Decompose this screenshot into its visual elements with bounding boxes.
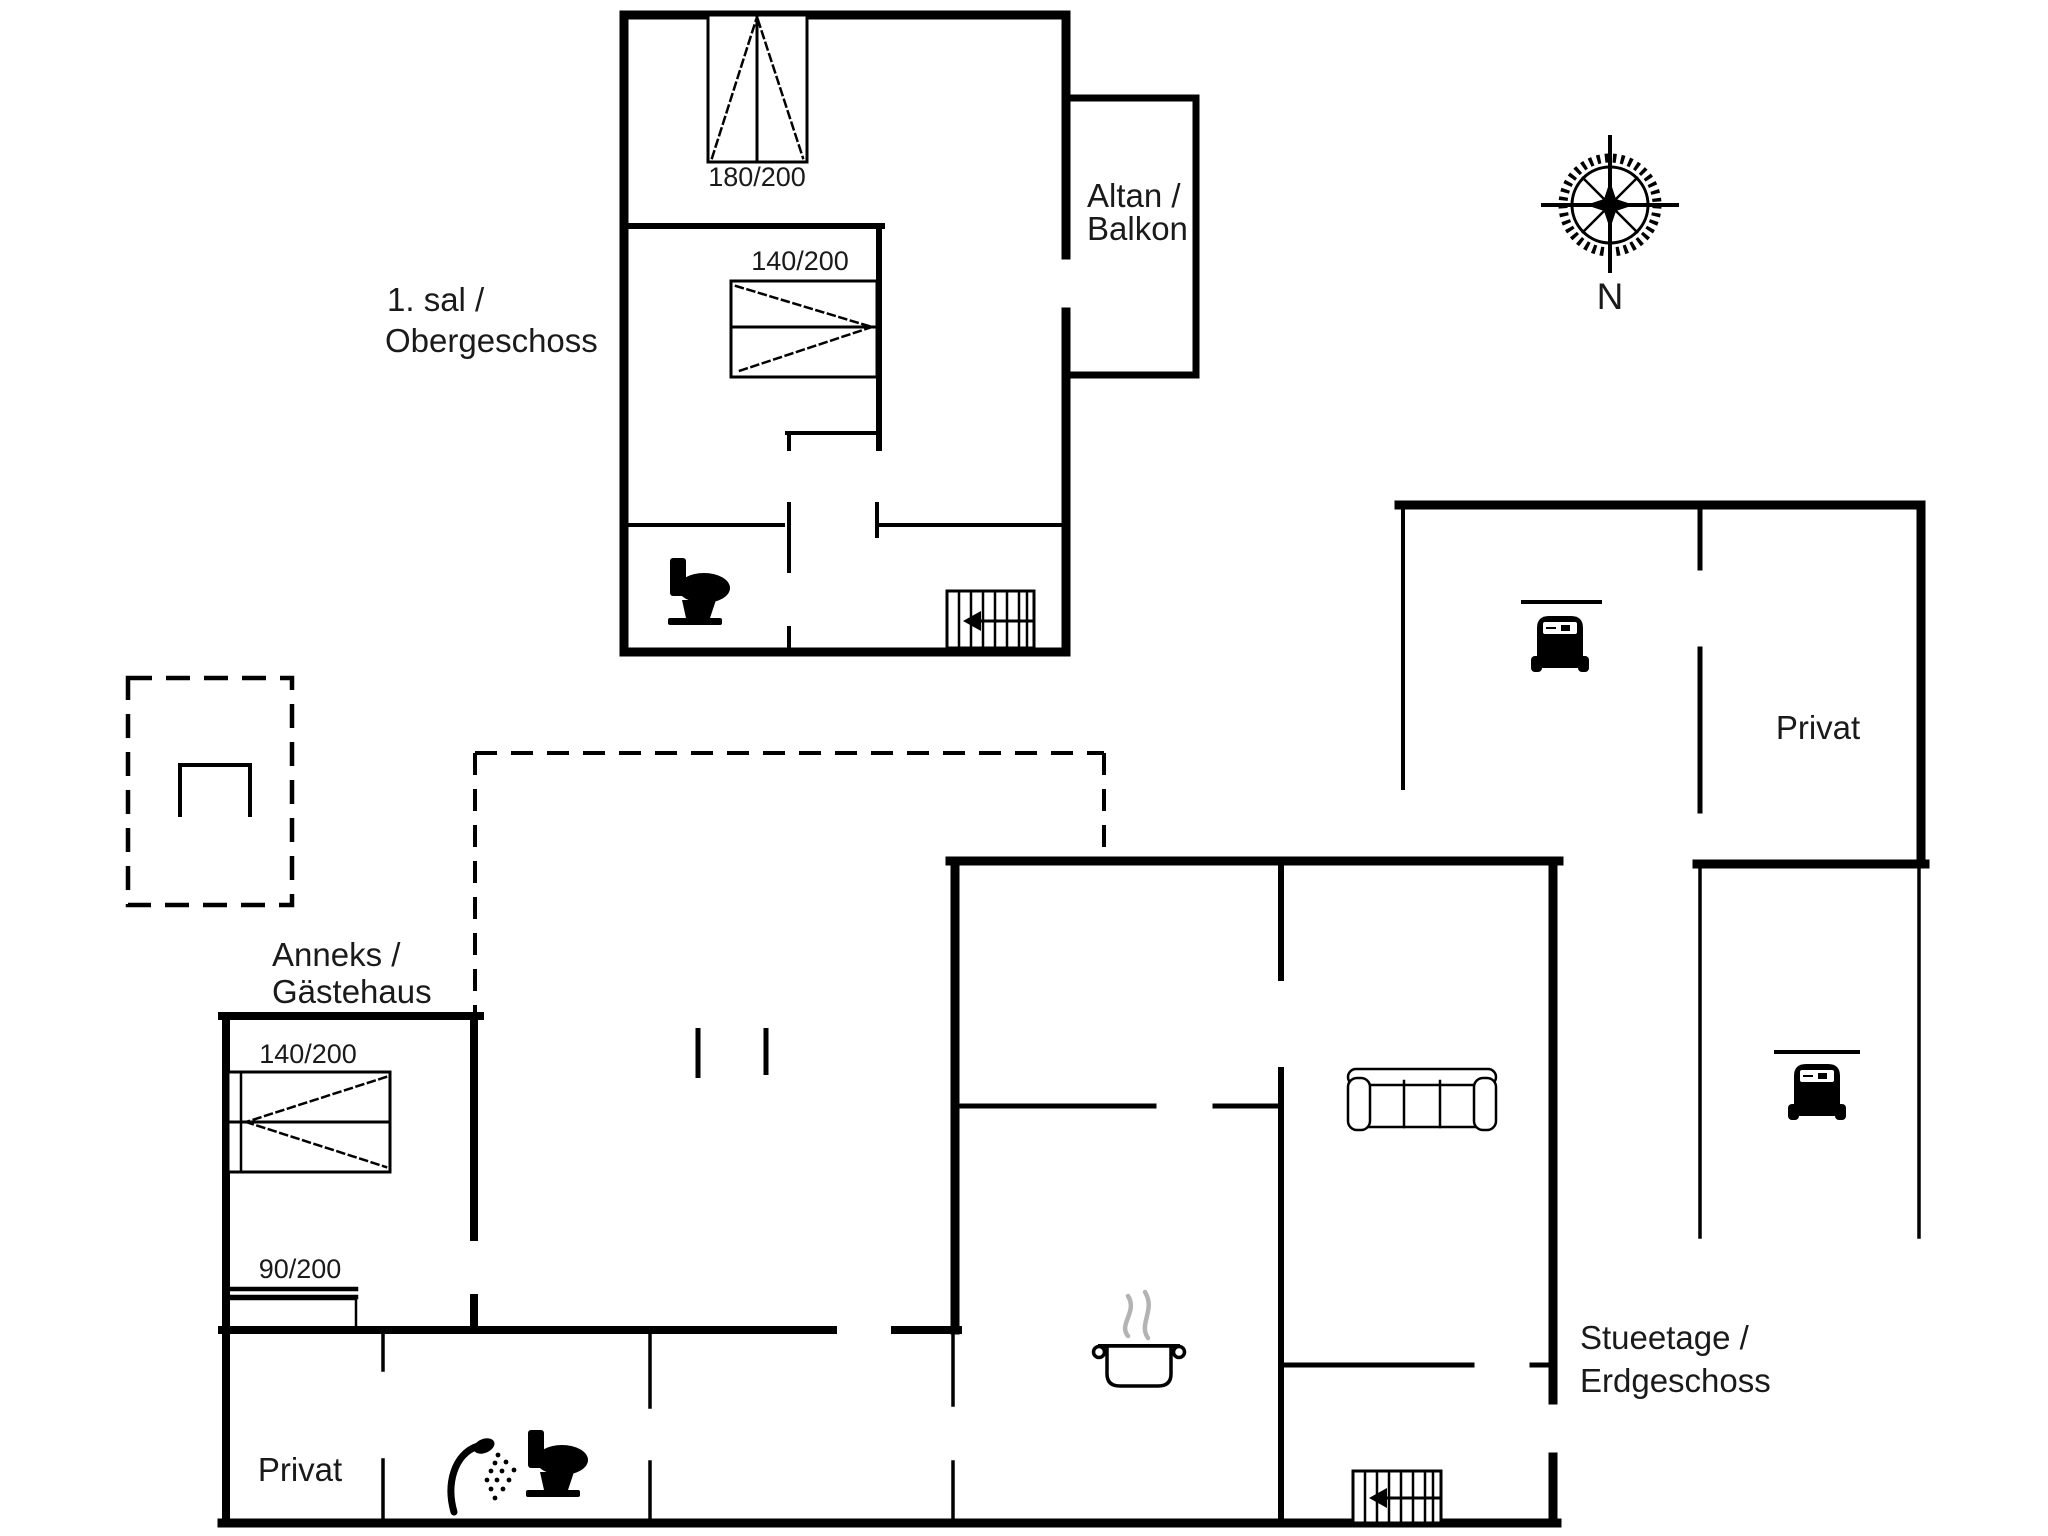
toilet-icon [526,1430,588,1497]
privat-upper-label: Privat [1776,709,1860,746]
window-icon [706,13,809,164]
wall [1394,500,1930,869]
window-icon [225,1286,359,1331]
upper-bed-dimension: 140/200 [751,246,849,276]
car-icon [1531,616,1589,672]
annex-bed-dimension: 140/200 [259,1039,357,1069]
staircase-icon [945,589,1036,650]
upper-floor-label-line2: Obergeschoss [385,322,598,359]
bed-icon [226,1070,392,1174]
wall [621,223,885,451]
balcony-wall [1062,94,1200,379]
compass-north-label: N [1597,276,1624,317]
ground-floor-plan [217,856,1564,1528]
annex-window-dimension: 90/200 [259,1254,342,1284]
grill-table-icon [178,763,252,817]
toilet-icon [668,558,730,625]
annex-label-line2: Gästehaus [272,973,432,1010]
upper-floor-label-line1: 1. sal / [387,281,485,318]
terrace-dashed-outline [125,675,1106,1078]
sofa-icon [1346,1067,1498,1132]
shower-spray-dots [484,1452,517,1501]
privat-annex-label: Privat [258,1451,342,1488]
wall [218,1012,484,1527]
ground-floor-label-line2: Erdgeschoss [1580,1362,1771,1399]
car-icon [1788,1064,1846,1120]
balcony-label-line2: Balkon [1087,210,1188,247]
shower-icon [447,1438,517,1516]
carport-structure [1394,500,1930,1239]
bed-icon [729,279,879,379]
wall [619,10,1071,657]
door-opening-ticks [695,1028,769,1078]
wall [217,856,1564,1528]
cooking-pot-icon [1091,1289,1187,1388]
upper-floor-plan [619,10,1200,657]
shed-dashed-outline [125,675,295,908]
staircase-icon [1351,1469,1443,1525]
annex-plan [218,1012,588,1527]
upper-window-dimension: 180/200 [708,162,806,192]
balcony-label-line1: Altan / [1087,177,1181,214]
wall [622,431,1068,654]
annex-label-line1: Anneks / [272,936,401,973]
compass-rose-icon [1541,135,1679,273]
ground-floor-label-line1: Stueetage / [1580,1319,1750,1356]
wall [648,1330,955,1525]
wall [952,1103,1556,1368]
wall [1698,866,1921,1239]
